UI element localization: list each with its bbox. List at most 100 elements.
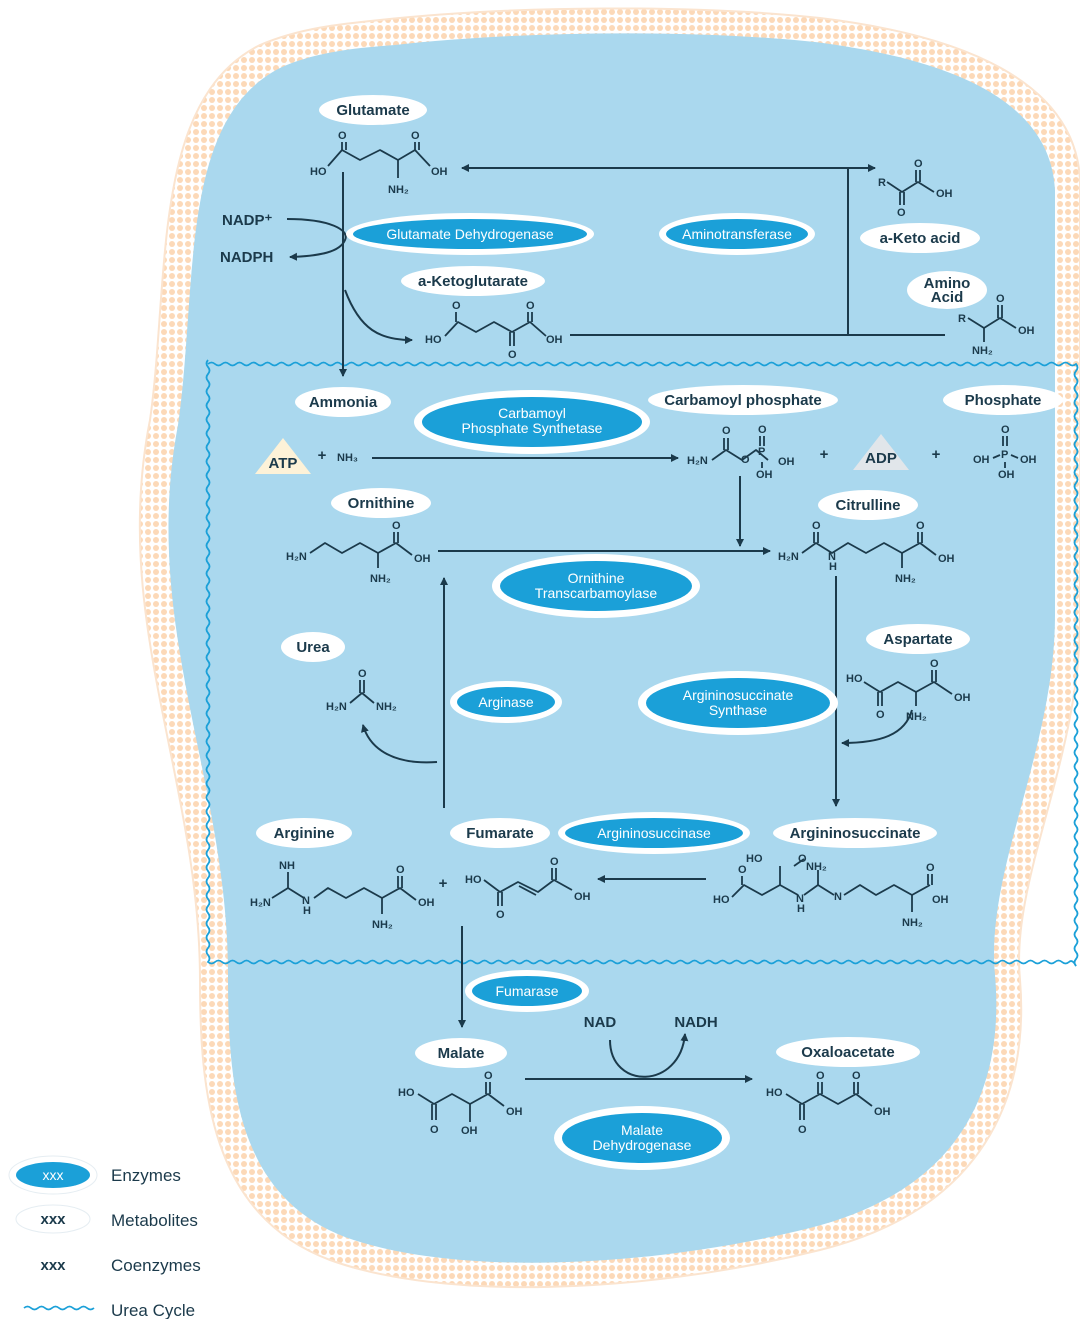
atom-label: H₂N [687, 455, 708, 467]
plus-sign: + [932, 446, 941, 463]
enzyme-cps-line2: Phosphate Synthetase [462, 420, 603, 436]
legend-coenzymes: Coenzymes [111, 1256, 201, 1275]
atom-label: O [930, 658, 939, 670]
enzyme-argininosuccinase: Argininosuccinase [597, 825, 711, 841]
metabolite-glutamate: Glutamate [336, 102, 409, 119]
structure-carbamoyl-phosphate: H₂N O O O P OH OH [687, 424, 795, 481]
atom-label: O [452, 300, 461, 312]
atom-label: HO [846, 673, 863, 685]
atom-label: N [834, 891, 842, 903]
atom-label: NH₂ [972, 345, 993, 357]
atom-label: O [758, 424, 767, 436]
metabolite-carbamoyl-phosphate: Carbamoyl phosphate [664, 392, 822, 409]
atom-label: OH [778, 456, 795, 468]
atom-label: O [798, 1124, 807, 1136]
structure-oxaloacetate: HO O O O OH [766, 1070, 891, 1136]
atom-label: O [738, 864, 747, 876]
atom-label: O [852, 1070, 861, 1082]
atom-label: OH [932, 894, 949, 906]
atom-label: O [816, 1070, 825, 1082]
atom-label: OH [506, 1106, 523, 1118]
metabolite-urea: Urea [296, 639, 330, 656]
atom-label: NH₂ [895, 573, 916, 585]
atom-label: O [1001, 424, 1010, 436]
atom-label: OH [936, 188, 953, 200]
coenzyme-nadph: NADPH [220, 249, 273, 266]
coenzyme-atp: ATP [269, 455, 298, 472]
atom-label: R [878, 177, 886, 189]
coenzyme-adp: ADP [865, 450, 897, 467]
atom-label: O [358, 668, 367, 680]
legend-enzyme-sample: xxx [43, 1167, 64, 1183]
metabolite-oxaloacetate: Oxaloacetate [801, 1044, 894, 1061]
atom-label: O [926, 862, 935, 874]
atom-label: HO [310, 166, 327, 178]
atom-label: NH₂ [388, 184, 409, 196]
atom-label: R [958, 313, 966, 325]
atom-label: OH [431, 166, 448, 178]
legend-enzymes: Enzymes [111, 1166, 181, 1185]
metabolite-argininosuccinate: Argininosuccinate [790, 825, 921, 842]
coenzyme-labels: NADP⁺ NADPH ATP + NH₃ + ADP + + NAD NADH [220, 212, 941, 1031]
atom-label: O [496, 909, 505, 921]
atom-label: O [798, 853, 807, 865]
legend-metabolite-sample: xxx [40, 1211, 66, 1228]
metabolite-labels: Glutamate a-Ketoglutarate a-Keto acid Am… [256, 95, 1063, 1068]
atom-label: OH [756, 469, 773, 481]
atom-label: H₂N [250, 897, 271, 909]
atom-label: HO [713, 894, 730, 906]
pathway-arrows [286, 164, 945, 1083]
structure-ornithine: H₂N O OH NH₂ [286, 520, 431, 585]
metabolite-phosphate: Phosphate [965, 392, 1042, 409]
legend-metabolites: Metabolites [111, 1211, 198, 1230]
atom-label: H₂N [778, 551, 799, 563]
atom-label: H₂N [286, 551, 307, 563]
enzyme-labels: Glutamate Dehydrogenase Aminotransferase… [346, 213, 838, 1170]
coenzyme-nh3: NH₃ [337, 452, 358, 464]
legend: xxx Enzymes xxx Metabolites xxx Coenzyme… [8, 1155, 201, 1319]
atom-label: O [741, 454, 750, 466]
atom-label: O [526, 300, 535, 312]
atom-label: O [484, 1070, 493, 1082]
atom-label: O [916, 520, 925, 532]
atom-label: O [392, 520, 401, 532]
atom-label: OH [973, 454, 990, 466]
enzyme-ass-line1: Argininosuccinate [683, 687, 794, 703]
structure-fumarate: HO O O OH [465, 856, 591, 921]
metabolite-ammonia: Ammonia [309, 394, 378, 411]
atom-label: NH₂ [372, 919, 393, 931]
legend-coenzyme-sample: xxx [40, 1257, 66, 1274]
atom-label: HO [766, 1087, 783, 1099]
atom-label: OH [574, 891, 591, 903]
atom-label: H [797, 903, 805, 915]
atom-label: P [1001, 449, 1008, 461]
metabolite-fumarate: Fumarate [466, 825, 534, 842]
atom-label: O [996, 293, 1005, 305]
cytoplasm [168, 33, 1055, 1263]
atom-label: OH [418, 897, 435, 909]
structure-argininosuccinate: HO O HO O NH₂ N H N O OH NH₂ [713, 853, 949, 929]
atom-label: O [338, 130, 347, 142]
enzyme-otc-line1: Ornithine [568, 570, 625, 586]
metabolite-a-ketoglutarate: a-Ketoglutarate [418, 273, 528, 290]
metabolite-amino-acid-line1: Amino [924, 275, 971, 292]
atom-label: OH [998, 469, 1015, 481]
structure-citrulline: H₂N O O N H OH NH₂ [778, 520, 955, 585]
legend-urea-cycle: Urea Cycle [111, 1301, 195, 1319]
metabolite-amino-acid-line2: Acid [931, 289, 964, 306]
enzyme-cps-line1: Carbamoyl [498, 405, 566, 421]
enzyme-mdh-line1: Malate [621, 1122, 663, 1138]
metabolite-aspartate: Aspartate [883, 631, 952, 648]
metabolite-a-keto-acid: a-Keto acid [880, 230, 961, 247]
enzyme-glutamate-dehydrogenase: Glutamate Dehydrogenase [386, 226, 554, 242]
metabolite-citrulline: Citrulline [835, 497, 900, 514]
atom-label: O [722, 425, 731, 437]
structure-urea: O H₂N NH₂ [326, 668, 397, 713]
atom-label: NH₂ [376, 701, 397, 713]
atom-label: O [396, 864, 405, 876]
plus-sign: + [318, 447, 327, 464]
atom-label: O [876, 709, 885, 721]
atom-label: OH [1020, 454, 1037, 466]
plus-sign: + [820, 446, 829, 463]
